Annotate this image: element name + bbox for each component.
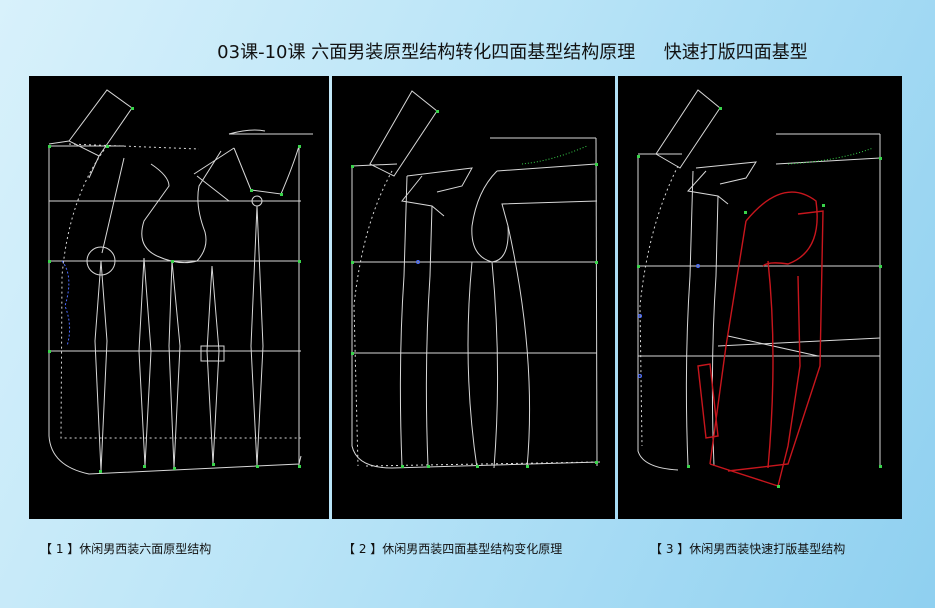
pattern-drawing-1 bbox=[48, 89, 313, 475]
pattern-drawing-2 bbox=[351, 90, 601, 469]
caption-panel-2: 【 2 】休闲男西装四面基型结构变化原理 bbox=[343, 542, 563, 556]
pattern-panel-3 bbox=[618, 76, 902, 519]
caption-panel-1: 【 1 】休闲男西装六面原型结构 bbox=[40, 542, 212, 556]
pattern-drawing-3 bbox=[637, 89, 882, 488]
pattern-panel-2 bbox=[332, 76, 615, 519]
pattern-panel-1 bbox=[29, 76, 329, 519]
page-title: 03课-10课 六面男装原型结构转化四面基型结构原理 快速打版四面基型 bbox=[217, 42, 808, 63]
caption-panel-3: 【 3 】休闲男西装快速打版基型结构 bbox=[650, 542, 846, 556]
